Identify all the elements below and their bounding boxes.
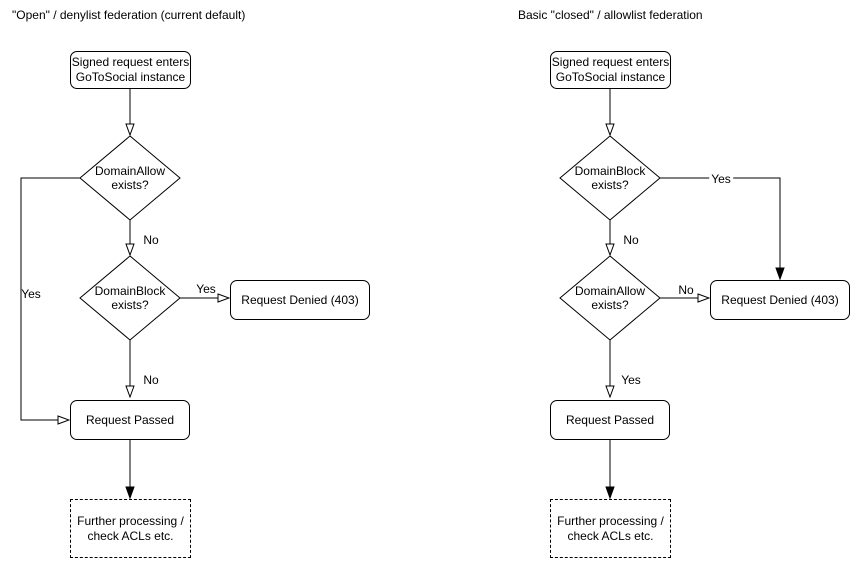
arrow-left-decision1-yes-to-passed	[20, 177, 80, 420]
right-decision2-no-label: No	[678, 283, 694, 297]
right-passed-node: Request Passed	[550, 400, 670, 440]
left-diagram-title: "Open" / denylist federation (current de…	[12, 8, 246, 22]
left-further-node: Further processing / check ACLs etc.	[70, 499, 191, 558]
right-decision1-diamond	[559, 135, 661, 221]
right-decision1-yes-label: Yes	[709, 172, 733, 186]
right-further-node: Further processing / check ACLs etc.	[550, 499, 671, 558]
left-decision1-label: DomainAllow exists?	[94, 164, 166, 192]
left-decision2-diamond	[79, 255, 181, 341]
left-decision2-no-label: No	[143, 373, 159, 387]
left-decision1-yes-label: Yes	[21, 287, 41, 301]
arrow-right-decision1-yes-to-denied	[660, 177, 780, 279]
left-passed-node: Request Passed	[70, 400, 190, 440]
right-decision1-label: DomainBlock exists?	[574, 164, 646, 192]
right-start-node: Signed request enters GoToSocial instanc…	[550, 51, 671, 89]
right-denied-node: Request Denied (403)	[710, 280, 850, 320]
left-decision2-yes-label: Yes	[196, 282, 216, 296]
left-decision2-label: DomainBlock exists?	[94, 284, 166, 312]
right-decision1-no-label: No	[623, 233, 639, 247]
left-start-node: Signed request enters GoToSocial instanc…	[70, 51, 191, 89]
left-decision1-no-label: No	[143, 233, 159, 247]
right-diagram-title: Basic "closed" / allowlist federation	[518, 8, 703, 22]
right-decision2-diamond	[559, 255, 661, 341]
right-decision2-yes-label: Yes	[621, 373, 641, 387]
left-decision1-diamond	[79, 135, 181, 221]
left-denied-node: Request Denied (403)	[230, 280, 370, 320]
right-decision2-label: DomainAllow exists?	[574, 284, 646, 312]
